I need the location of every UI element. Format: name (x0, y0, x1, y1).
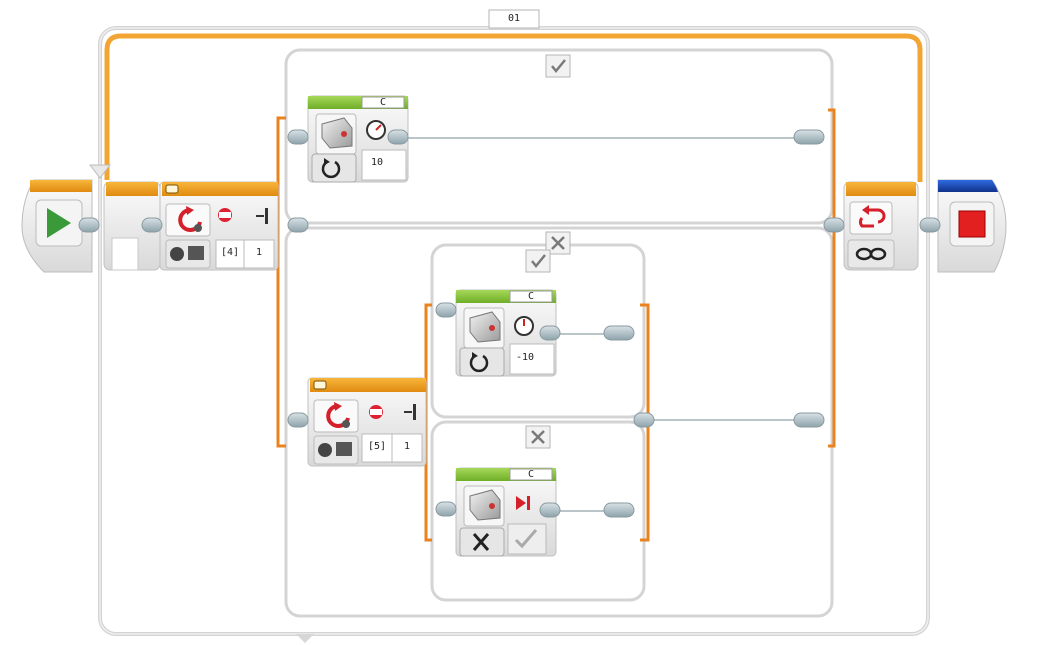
loop-name-label: 01 (507, 13, 521, 24)
switch-inner-threshold-value[interactable]: 1 (403, 441, 411, 452)
motor-mid-port-label: C (527, 291, 535, 302)
sensor-icon (218, 208, 232, 222)
case-tab-outer-true (545, 54, 571, 78)
switch-outer-block[interactable] (159, 181, 279, 271)
check-icon (551, 59, 566, 73)
motor-off-icon (516, 496, 530, 510)
off-icon (472, 533, 490, 551)
motor-top-block[interactable] (307, 95, 409, 183)
start-block[interactable] (21, 179, 93, 273)
cross-icon (531, 430, 545, 444)
motor-icon (321, 117, 353, 149)
switch-inner-block[interactable] (307, 377, 427, 467)
loop-mode-icon (859, 205, 886, 228)
sequence-plugs[interactable] (78, 129, 941, 518)
switch-outer-threshold-value[interactable]: 1 (255, 247, 263, 258)
sequence-wires (408, 137, 804, 512)
switch-outer-frame (276, 48, 836, 618)
infinity-icon (855, 247, 887, 261)
motor-bottom-port-label: C (527, 469, 535, 480)
stop-icon (958, 210, 986, 238)
loop-name-tab[interactable] (488, 9, 540, 29)
switch-mode-icon (178, 206, 202, 232)
motor-top-port-label: C (379, 97, 387, 108)
play-icon (47, 208, 71, 238)
switch-inner-port-label[interactable]: [5] (367, 441, 387, 452)
case-tabs[interactable] (525, 54, 571, 449)
compare-icon (256, 208, 268, 224)
motor-bottom-block[interactable] (455, 467, 557, 557)
loop-end-block[interactable] (843, 181, 919, 271)
switch-outer-port-label[interactable]: [4] (220, 247, 240, 258)
rotate-icon (321, 160, 341, 179)
cross-icon (551, 236, 565, 250)
stop-block[interactable] (937, 179, 1007, 273)
brake-check-icon (514, 529, 538, 549)
motor-mid-speed-value[interactable]: -10 (515, 352, 535, 363)
motor-mid-block[interactable] (455, 289, 557, 377)
motor-top-speed-value[interactable]: 10 (370, 157, 384, 168)
check-icon (531, 254, 546, 268)
case-tab-inner-true (525, 249, 551, 273)
